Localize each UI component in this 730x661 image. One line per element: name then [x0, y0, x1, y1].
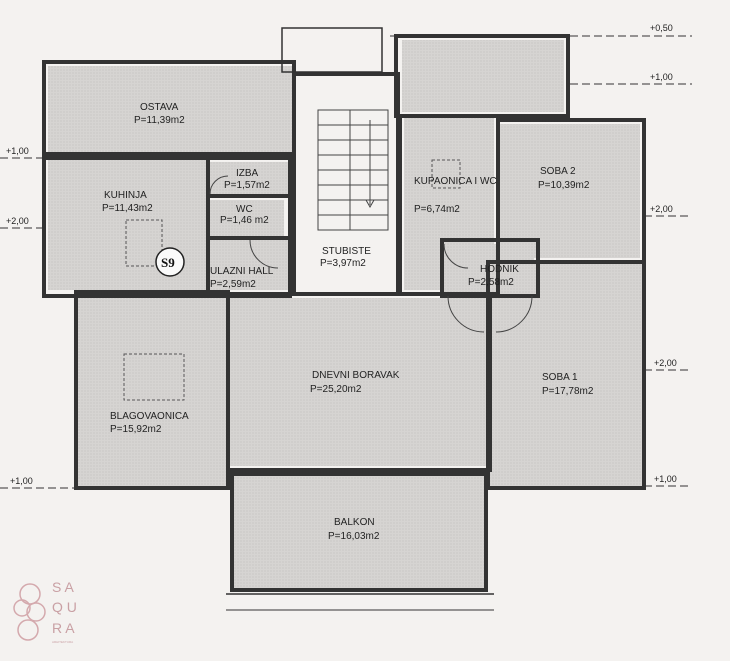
logo-line-1: S A	[52, 579, 74, 595]
logo-line-2: Q U	[52, 599, 77, 615]
unit-marker: S9	[155, 247, 185, 277]
level-label: +0,50	[650, 23, 673, 33]
level-label: +1,00	[654, 474, 677, 484]
room-area-soba2: P=10,39m2	[538, 180, 590, 191]
room-name-ostava: OSTAVA	[140, 102, 179, 113]
room-name-balkon: BALKON	[334, 517, 375, 528]
room-name-izba: IZBA	[236, 168, 259, 179]
room-fills	[48, 40, 642, 588]
level-label: +2,00	[654, 358, 677, 368]
level-label: +2,00	[650, 204, 673, 214]
room-area-hodnik: P=2,58m2	[468, 277, 514, 288]
ceiling-outlines	[123, 159, 461, 401]
level-lines	[0, 35, 692, 489]
level-label: +1,00	[6, 146, 29, 156]
level-label: +2,00	[6, 216, 29, 226]
room-name-kuhinja: KUHINJA	[104, 190, 147, 201]
room-area-balkon: P=16,03m2	[328, 531, 380, 542]
door-swings	[209, 175, 533, 333]
room-area-izba: P=1,57m2	[224, 180, 270, 191]
room-name-kupaonica: KUPAONICA I WC	[414, 176, 497, 187]
room-area-ulazni-hall: P=2,59m2	[210, 279, 256, 290]
level-label: +1,00	[650, 72, 673, 82]
logo-line-3: R A	[52, 620, 75, 636]
room-area-dnevni-boravak: P=25,20m2	[310, 384, 362, 395]
room-area-wc: P=1,46 m2	[220, 215, 269, 226]
svg-text:S9: S9	[161, 255, 175, 270]
room-area-ostava: P=11,39m2	[134, 115, 185, 126]
brand-logo: S A Q U R A ARHITEKTURA	[13, 579, 77, 644]
room-name-hodnik: HODNIK	[480, 264, 519, 275]
room-name-ulazni-hall: ULAZNI HALL	[210, 266, 274, 277]
room-name-soba1: SOBA 1	[542, 372, 578, 383]
room-name-soba2: SOBA 2	[540, 166, 576, 177]
room-name-blagovaonica: BLAGOVAONICA	[110, 411, 189, 422]
room-area-kuhinja: P=11,43m2	[102, 203, 153, 214]
room-area-blagovaonica: P=15,92m2	[110, 424, 162, 435]
room-area-kupaonica: P=6,74m2	[414, 204, 460, 215]
stairs	[317, 109, 389, 231]
room-area-soba1: P=17,78m2	[542, 386, 594, 397]
room-name-dnevni-boravak: DNEVNI BORAVAK	[312, 370, 400, 381]
logo-tagline: ARHITEKTURA	[52, 640, 73, 644]
room-area-stubiste: P=3,97m2	[320, 258, 366, 269]
room-name-wc: WC	[236, 204, 253, 215]
level-label: +1,00	[10, 476, 33, 486]
room-name-stubiste: STUBISTE	[322, 246, 371, 257]
